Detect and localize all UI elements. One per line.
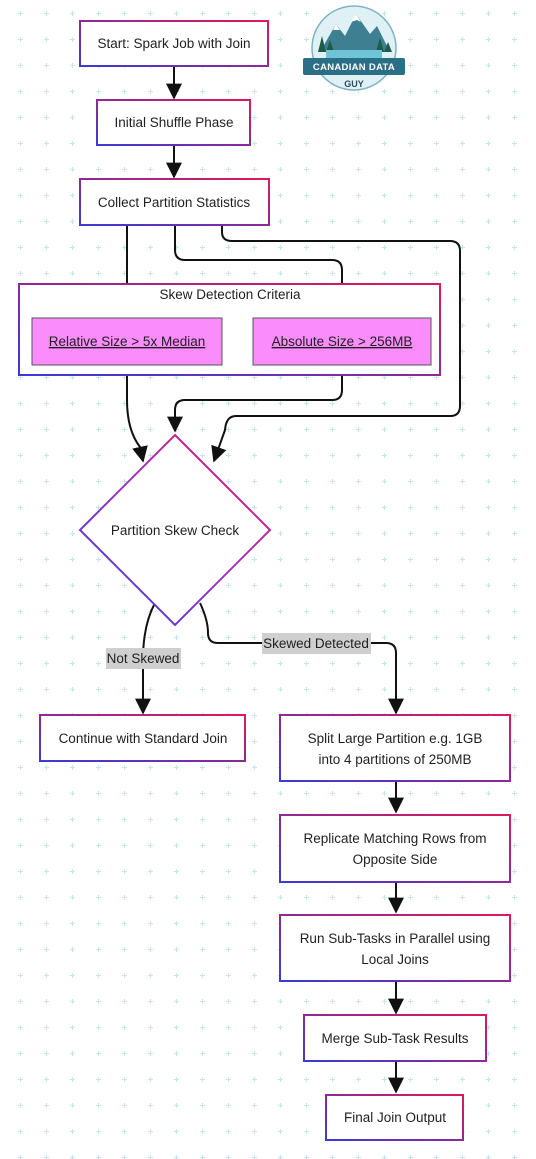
- node-replicate-rows-line2: Opposite Side: [353, 852, 438, 867]
- node-absolute-size[interactable]: Absolute Size > 256MB: [252, 317, 432, 366]
- node-start[interactable]: Start: Spark Job with Join: [79, 20, 269, 67]
- edge-label-not-skewed: Not Skewed: [106, 648, 181, 669]
- logo-text-line1: CANADIAN DATA: [313, 62, 395, 73]
- edge-label-skewed-detected-text: Skewed Detected: [263, 636, 369, 651]
- node-absolute-size-link[interactable]: Absolute Size > 256MB: [272, 334, 413, 349]
- edge-decision-to-split: [199, 602, 404, 715]
- node-collect-statistics[interactable]: Collect Partition Statistics: [79, 178, 270, 226]
- edge-label-not-skewed-text: Not Skewed: [107, 651, 180, 666]
- node-run-subtasks-line2: Local Joins: [361, 952, 429, 967]
- node-initial-shuffle-label: Initial Shuffle Phase: [114, 115, 233, 130]
- node-initial-shuffle[interactable]: Initial Shuffle Phase: [96, 99, 251, 146]
- edge-relative-to-decision: [126, 365, 148, 463]
- node-merge-results-label: Merge Sub-Task Results: [321, 1031, 468, 1046]
- logo-text-line2: GUY: [344, 79, 364, 89]
- node-merge-results[interactable]: Merge Sub-Task Results: [303, 1014, 487, 1062]
- edge-collect-to-decision: [211, 225, 461, 463]
- node-final-output[interactable]: Final Join Output: [325, 1094, 464, 1141]
- node-partition-skew-check-label: Partition Skew Check: [111, 523, 240, 538]
- canadian-data-guy-logo: CANADIAN DATA GUY: [303, 4, 405, 92]
- node-replicate-rows[interactable]: Replicate Matching Rows from Opposite Si…: [279, 814, 511, 883]
- edge-label-skewed-detected: Skewed Detected: [262, 633, 371, 654]
- node-replicate-rows-line1: Replicate Matching Rows from: [303, 831, 486, 846]
- node-relative-size-link[interactable]: Relative Size > 5x Median: [49, 334, 205, 349]
- node-partition-skew-check[interactable]: Partition Skew Check: [78, 433, 272, 627]
- edge-collect-to-absolute: [174, 225, 350, 318]
- node-split-partition-line1: Split Large Partition e.g. 1GB: [308, 731, 483, 746]
- edge-absolute-to-decision: [167, 365, 343, 433]
- node-relative-size[interactable]: Relative Size > 5x Median: [31, 317, 223, 366]
- node-start-label: Start: Spark Job with Join: [97, 36, 250, 51]
- node-collect-statistics-label: Collect Partition Statistics: [98, 195, 251, 210]
- node-run-subtasks[interactable]: Run Sub-Tasks in Parallel using Local Jo…: [279, 914, 511, 982]
- node-continue-standard-join-label: Continue with Standard Join: [59, 731, 228, 746]
- node-final-output-label: Final Join Output: [344, 1110, 446, 1125]
- skew-detection-group-title: Skew Detection Criteria: [159, 287, 301, 302]
- node-run-subtasks-line1: Run Sub-Tasks in Parallel using: [300, 931, 491, 946]
- node-split-partition-line2: into 4 partitions of 250MB: [318, 752, 471, 767]
- node-continue-standard-join[interactable]: Continue with Standard Join: [39, 714, 246, 762]
- node-split-partition[interactable]: Split Large Partition e.g. 1GB into 4 pa…: [279, 714, 511, 782]
